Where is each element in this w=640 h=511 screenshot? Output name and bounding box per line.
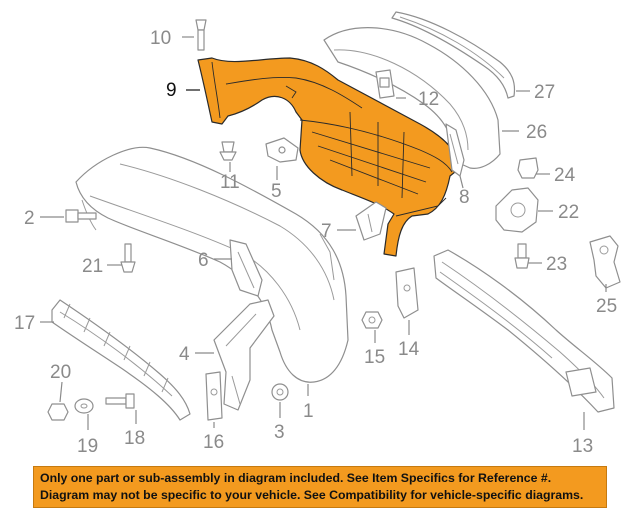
leader-lines [40,36,607,430]
part-17-absorber [51,299,191,421]
part-15-nut [361,311,383,329]
callout-3: 3 [274,422,285,443]
callout-18: 18 [124,428,145,449]
callout-14: 14 [398,339,420,360]
part-5-clip [265,137,299,163]
part-10-push-pin [195,19,207,51]
part-6-side-bracket [229,239,263,297]
callout-10: 10 [150,28,171,49]
part-7-bracket [355,201,387,241]
part-22-sensor-bracket [495,187,539,233]
part-3-nut [271,383,289,401]
part-1-bumper-cover [75,146,349,383]
part-12-clip [375,69,395,99]
callout-1: 1 [303,401,314,422]
callout-23: 23 [546,254,567,275]
callout-21: 21 [82,256,103,277]
part-20-nut [47,403,69,421]
part-13-reinforcement [433,249,615,413]
disclaimer-line-1: Only one part or sub-assembly in diagram… [40,471,552,485]
callout-6: 6 [198,250,209,271]
part-18-screw [105,393,135,409]
part-4-bracket [213,299,275,411]
callout-8: 8 [459,187,470,208]
callout-19: 19 [77,436,98,457]
part-21-pin [120,243,136,273]
part-27-trim-strip [391,11,516,99]
callout-16: 16 [203,432,224,453]
callout-9: 9 [166,80,177,101]
callout-25: 25 [596,296,617,317]
callout-12: 12 [418,89,439,110]
callout-17: 17 [14,313,35,334]
callout-labels: 10 9 12 27 26 11 5 24 8 2 22 7 21 6 23 2… [14,28,617,457]
part-11-screw [219,141,237,161]
callout-4: 4 [179,344,190,365]
part-24-connector [517,157,539,179]
part-23-bolt [514,243,530,269]
callout-27: 27 [534,82,555,103]
callout-15: 15 [364,347,385,368]
callout-5: 5 [271,181,282,202]
part-19-washer [74,398,94,414]
callout-26: 26 [526,122,547,143]
callout-13: 13 [572,436,593,457]
part-14-bracket [395,267,419,319]
callout-22: 22 [558,202,579,223]
disclaimer-line-2: Diagram may not be specific to your vehi… [40,488,584,502]
callout-20: 20 [50,362,71,383]
part-2-bolt [65,209,97,223]
part-16-bracket [205,371,223,421]
callout-2: 2 [24,208,35,229]
callout-11: 11 [220,172,240,193]
part-25-mount [589,235,621,289]
part-9-diffuser-highlighted [197,57,461,257]
callout-7: 7 [321,221,332,242]
callout-24: 24 [554,165,576,186]
disclaimer-banner: Only one part or sub-assembly in diagram… [33,466,607,508]
part-8-bracket [445,123,465,177]
